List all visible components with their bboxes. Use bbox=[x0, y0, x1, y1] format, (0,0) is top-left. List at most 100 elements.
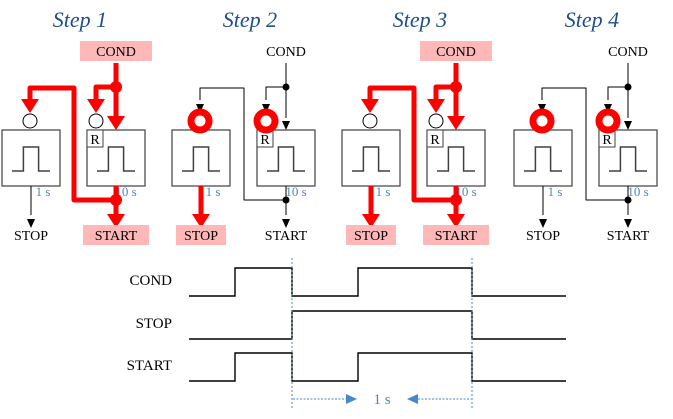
left-trigger-arrow bbox=[21, 99, 39, 113]
cond-label-highlight bbox=[80, 41, 152, 61]
left-duration-label: 1 s bbox=[36, 184, 51, 199]
start-arrow bbox=[624, 219, 632, 228]
stop-label: STOP bbox=[14, 229, 48, 244]
step-panel-1: Step 1 COND R 1 s 10 s STOP START bbox=[1, 7, 152, 245]
waveform-stop bbox=[189, 310, 566, 340]
waveform-start bbox=[189, 352, 566, 382]
left-timer-box bbox=[513, 129, 573, 187]
reset-branch-wire bbox=[93, 84, 116, 100]
stop-arrow bbox=[539, 219, 547, 228]
left-trigger-marker bbox=[362, 113, 378, 129]
stop-label: STOP bbox=[184, 229, 218, 244]
left-duration-label: 1 s bbox=[548, 184, 563, 199]
cond-junction bbox=[450, 81, 462, 93]
cond-arrow bbox=[282, 121, 290, 130]
stop-arrow bbox=[27, 219, 35, 228]
left-timer-box bbox=[341, 129, 401, 187]
left-duration-label: 1 s bbox=[376, 184, 391, 199]
left-duration-label: 1 s bbox=[206, 184, 221, 199]
timing-diagram: COND STOP START 1 s bbox=[127, 258, 566, 409]
stop-label: STOP bbox=[354, 229, 388, 244]
step-title: Step 4 bbox=[565, 7, 619, 32]
interval-arrow-right bbox=[346, 394, 357, 404]
reset-input-box bbox=[86, 129, 104, 148]
right-duration-label: 10 s bbox=[285, 184, 306, 199]
step-panel-4: Step 4 COND R 1 s 10 s STOP START bbox=[513, 7, 658, 244]
cond-junction bbox=[110, 81, 122, 93]
stop-arrow bbox=[362, 214, 380, 228]
waveform-cond bbox=[189, 267, 566, 297]
cond-label: COND bbox=[96, 45, 136, 60]
left-timer-block bbox=[513, 129, 573, 187]
start-junction bbox=[624, 196, 632, 204]
reset-label: R bbox=[430, 133, 440, 148]
left-trigger-marker bbox=[187, 108, 213, 134]
left-trigger-arrow bbox=[361, 99, 379, 113]
feedback-loop-wire bbox=[541, 87, 628, 201]
right-timer-block: R bbox=[256, 129, 316, 187]
signal-label-cond: COND bbox=[129, 273, 172, 289]
pulse-waveform-icon bbox=[609, 146, 647, 172]
cond-label-highlight bbox=[420, 41, 492, 61]
reset-arrow bbox=[427, 99, 445, 113]
left-trigger-marker bbox=[529, 108, 555, 134]
pulse-waveform-icon bbox=[267, 146, 305, 172]
start-junction bbox=[450, 194, 462, 206]
stop-label-highlight bbox=[346, 225, 396, 245]
left-timer-block bbox=[171, 129, 231, 187]
interval-label: 1 s bbox=[373, 392, 390, 408]
cond-label: COND bbox=[436, 45, 476, 60]
cond-arrow bbox=[624, 121, 632, 130]
right-duration-label: 10 s bbox=[455, 184, 476, 199]
steps-layer: Step 1 COND R 1 s 10 s STOP START Step 2 COND R 1 … bbox=[1, 7, 658, 245]
start-label: START bbox=[265, 229, 308, 244]
cond-junction bbox=[624, 83, 632, 91]
pulse-waveform-icon bbox=[12, 146, 50, 172]
pulse-waveform-icon bbox=[437, 146, 475, 172]
step-title: Step 1 bbox=[53, 7, 107, 32]
start-arrow bbox=[282, 219, 290, 228]
step-title: Step 3 bbox=[393, 7, 447, 32]
interval-arrow-left bbox=[407, 394, 418, 404]
start-label: START bbox=[607, 229, 650, 244]
start-arrow bbox=[107, 214, 125, 228]
step-title: Step 2 bbox=[223, 7, 277, 32]
reset-branch-wire bbox=[265, 86, 286, 100]
start-label-highlight bbox=[83, 225, 149, 245]
right-timer-block: R bbox=[86, 129, 146, 187]
reset-arrow bbox=[87, 99, 105, 113]
stop-label-highlight bbox=[176, 225, 226, 245]
cond-label: COND bbox=[608, 45, 648, 60]
reset-branch-wire bbox=[433, 84, 456, 100]
reset-label: R bbox=[602, 133, 612, 148]
left-timer-box bbox=[1, 129, 61, 187]
start-arrow bbox=[447, 214, 465, 228]
start-junction bbox=[282, 196, 290, 204]
pulse-waveform-icon bbox=[524, 146, 562, 172]
right-trigger-marker bbox=[428, 113, 444, 129]
cond-arrow bbox=[447, 116, 465, 130]
pulse-waveform-icon bbox=[182, 146, 220, 172]
pulse-waveform-icon bbox=[97, 146, 135, 172]
feedback-loop-wire bbox=[27, 85, 116, 203]
right-trigger-marker bbox=[253, 108, 279, 134]
left-timer-block bbox=[1, 129, 61, 187]
reset-input-box bbox=[426, 129, 444, 148]
right-timer-box bbox=[426, 129, 486, 187]
signal-label-start: START bbox=[127, 358, 172, 374]
signal-label-stop: STOP bbox=[136, 316, 172, 332]
stop-label: STOP bbox=[526, 229, 560, 244]
cond-junction bbox=[282, 83, 290, 91]
right-timer-block: R bbox=[598, 129, 658, 187]
reset-label: R bbox=[260, 133, 270, 148]
cond-arrow bbox=[107, 116, 125, 130]
right-trigger-marker bbox=[88, 113, 104, 129]
left-timer-box bbox=[171, 129, 231, 187]
start-label: START bbox=[95, 229, 138, 244]
left-trigger-marker bbox=[22, 113, 38, 129]
right-duration-label: 10 s bbox=[627, 184, 648, 199]
right-duration-label: 10 s bbox=[115, 184, 136, 199]
